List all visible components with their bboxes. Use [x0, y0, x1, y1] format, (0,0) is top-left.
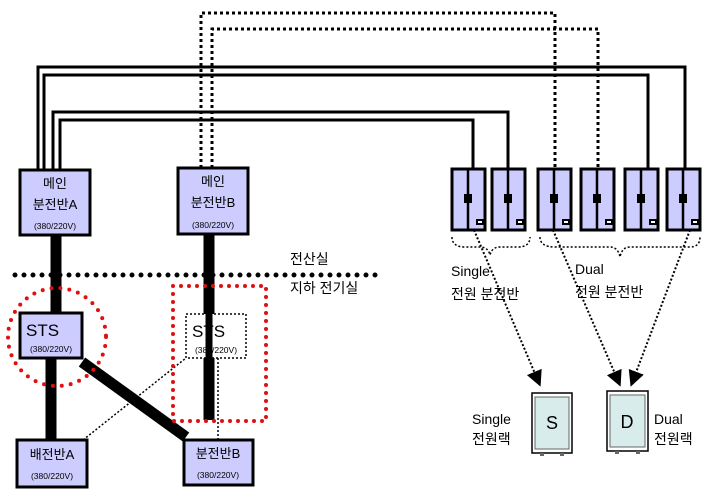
dual-rack: D — [606, 390, 649, 454]
zone-upper-label: 전산실 — [290, 251, 329, 267]
breaker-panel — [450, 167, 487, 232]
main-a-voltage: (380/220V) — [34, 221, 76, 231]
highlight-circle — [6, 286, 108, 388]
breaker-panel — [665, 167, 702, 232]
single-rack: S — [531, 392, 573, 456]
main-b-line1: 메인 — [201, 174, 225, 189]
main-a-line1: 메인 — [43, 176, 67, 191]
breaker-panel — [536, 167, 573, 232]
sts-a-title: STS — [26, 321, 59, 340]
single-rack-line2: 전원랙 — [472, 431, 511, 447]
single-brace — [451, 236, 531, 256]
feeder-lines — [36, 65, 687, 170]
sts-a: STS (380/220V) — [18, 311, 84, 360]
main-panel-b: 메인 분전반B (380/220V) — [176, 166, 250, 236]
dist-b-title: 분전반B — [196, 446, 241, 461]
distribution-panel-a: 배전반A (380/220V) — [15, 438, 89, 489]
breaker-panel — [579, 167, 616, 232]
feeder-lines-b — [199, 11, 600, 168]
sts-a-voltage: (380/220V) — [30, 344, 72, 354]
main-b-line2: 분전반B — [191, 195, 236, 210]
main-a-line2: 분전반A — [33, 197, 78, 212]
dual-panel-line2: 전원 분전반 — [575, 284, 643, 300]
single-panel-line1: Single — [451, 263, 490, 279]
distribution-panel-b: 분전반B (380/220V) — [182, 438, 255, 487]
main-panel-a: 메인 분전반A (380/220V) — [18, 168, 92, 237]
zone-lower-label: 지하 전기실 — [290, 280, 358, 296]
sts-b-voltage: (380/220V) — [195, 345, 237, 355]
sts-b: STS (380/220V) — [185, 313, 247, 359]
standby-lines — [82, 357, 219, 441]
dual-rack-line2: 전원랙 — [654, 431, 693, 447]
dist-b-voltage: (380/220V) — [197, 470, 239, 480]
dual-rack-line1: Dual — [654, 411, 683, 427]
dist-a-voltage: (380/220V) — [31, 471, 73, 481]
supply-arrows — [473, 229, 691, 387]
breaker-panel — [490, 167, 527, 232]
breaker-panel — [623, 167, 660, 232]
dual-panel-line1: Dual — [575, 261, 604, 277]
single-rack-line1: Single — [472, 411, 511, 427]
main-b-voltage: (380/220V) — [192, 220, 234, 230]
rack-panels — [450, 167, 702, 232]
single-rack-letter: S — [546, 413, 558, 433]
dual-rack-letter: D — [621, 412, 634, 432]
dist-a-title: 배전반A — [30, 447, 75, 462]
dual-brace — [539, 236, 701, 258]
highlight-rect — [171, 284, 268, 423]
single-panel-line2: 전원 분전반 — [451, 286, 519, 302]
